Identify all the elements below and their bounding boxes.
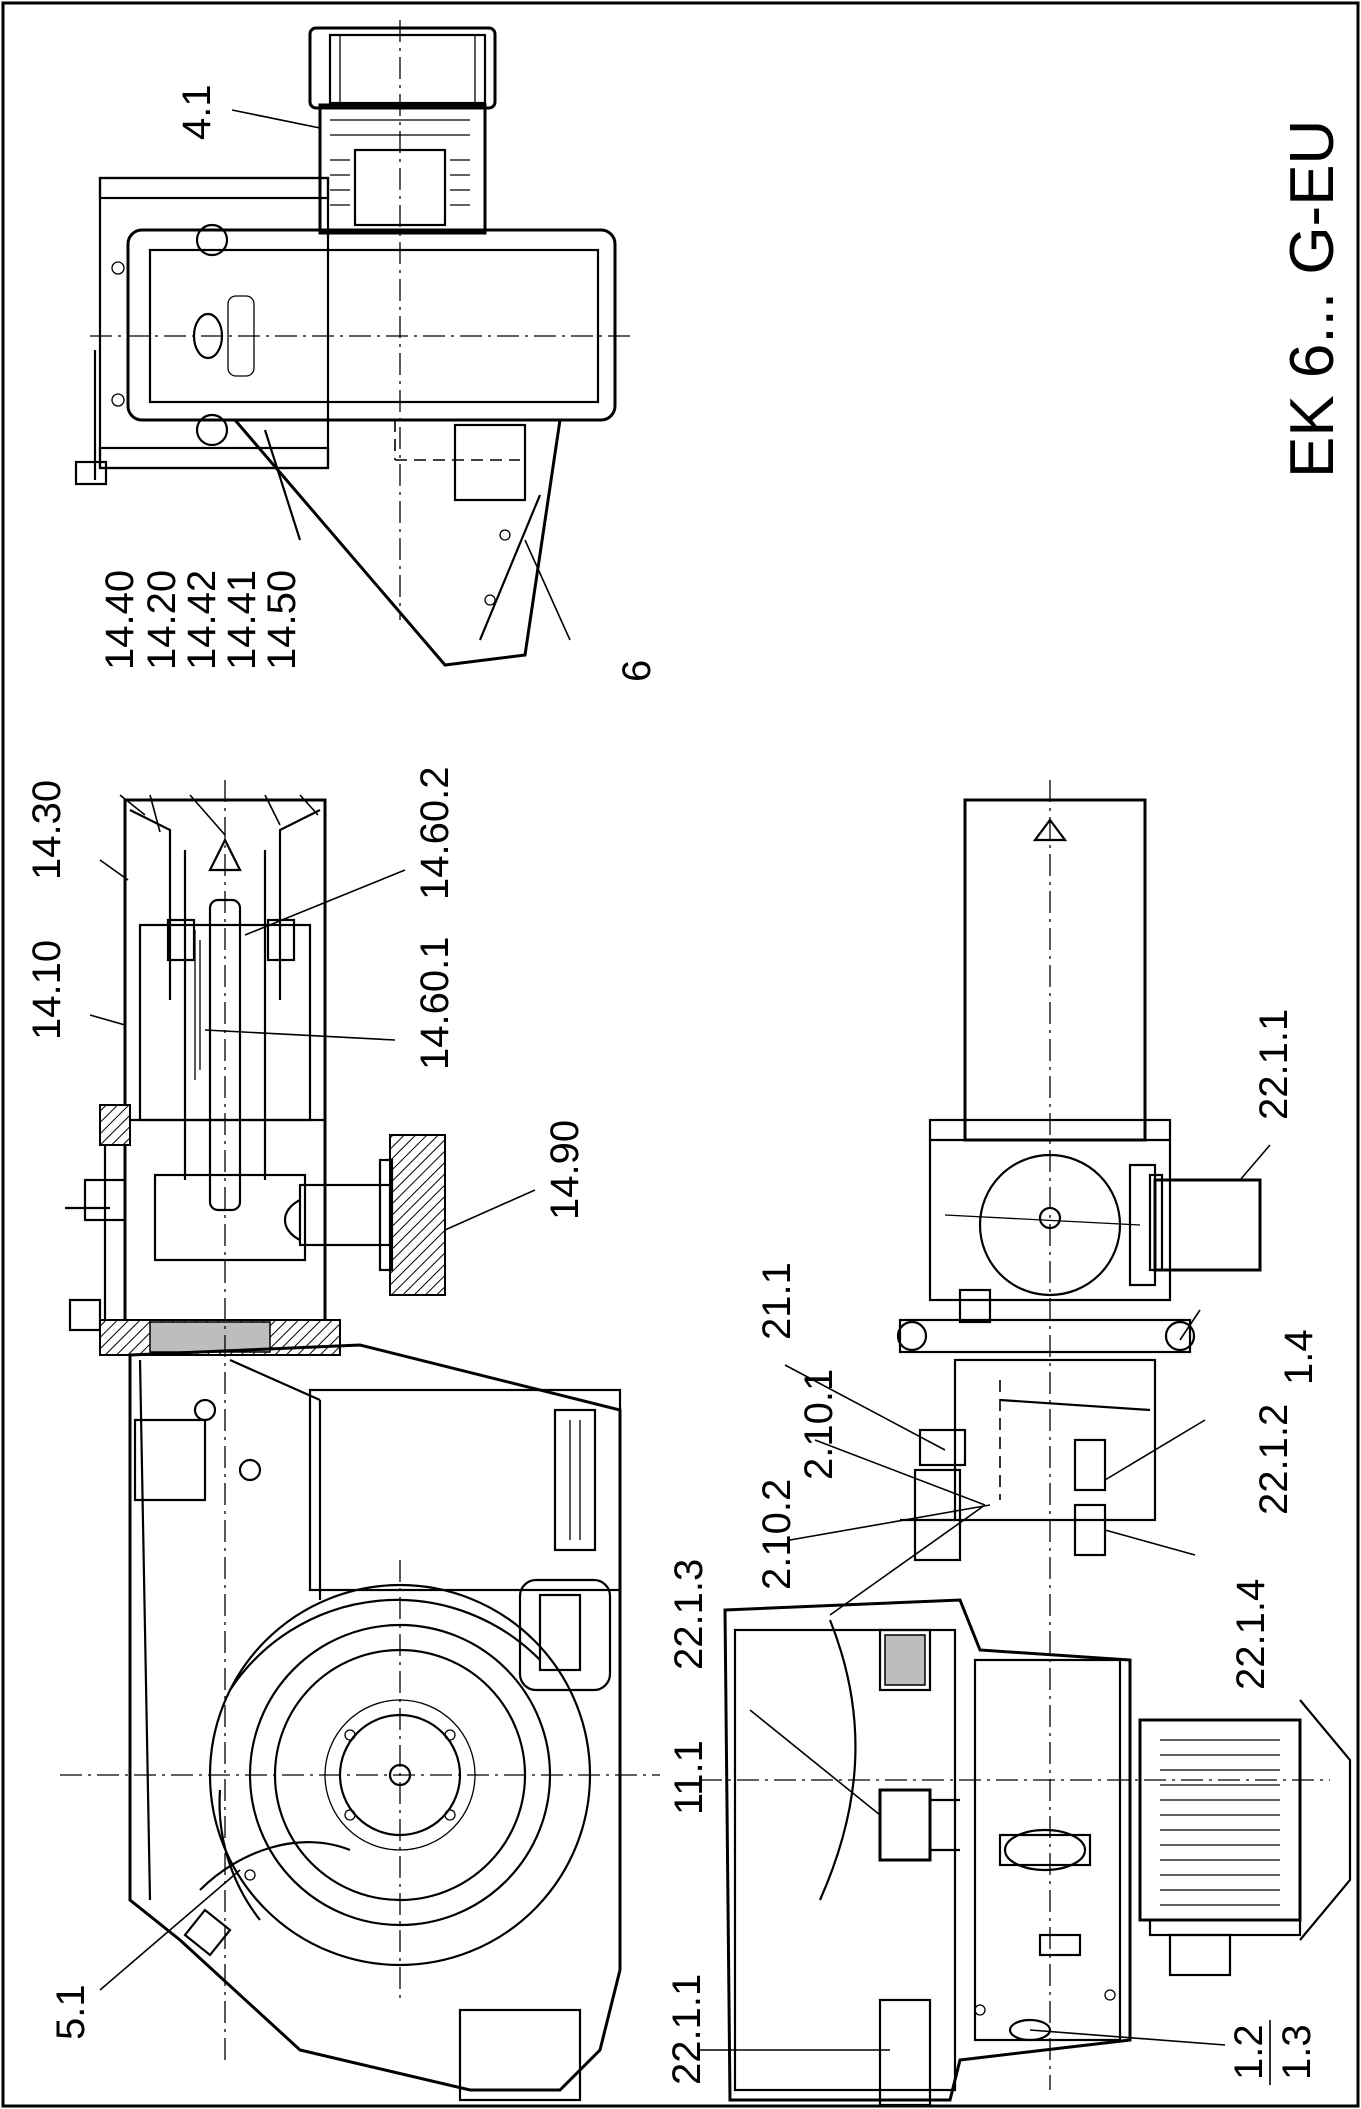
drawing-title: EK 6... G-EU <box>1278 120 1347 478</box>
callout-1-3: 1.3 <box>1275 2024 1319 2080</box>
callout-14-41: 14.41 <box>220 570 264 670</box>
callout-labels: 4.1 6 14.40 14.20 14.42 14.41 14.50 14.3… <box>25 84 1321 2085</box>
air-flap <box>183 1841 351 1957</box>
callout-14-90: 14.90 <box>543 1120 587 1220</box>
side-view <box>60 780 660 2102</box>
callout-14-40: 14.40 <box>98 570 142 670</box>
callout-14-42: 14.42 <box>180 570 224 670</box>
callout-14-10: 14.10 <box>25 940 69 1040</box>
callout-1-4: 1.4 <box>1277 1329 1321 1385</box>
callout-4-1: 4.1 <box>175 84 219 140</box>
leader-lines <box>89 109 1271 2051</box>
callout-5-1: 5.1 <box>49 1984 93 2040</box>
plan-main-body <box>723 1598 1132 2102</box>
callout-22-1-3: 22.1.3 <box>667 1559 711 1670</box>
callout-22-1-2: 22.1.2 <box>1252 1404 1296 1515</box>
callout-14-60-2: 14.60.2 <box>413 767 457 900</box>
callout-2-10-1: 2.10.1 <box>797 1369 841 1480</box>
motor-end-view <box>308 26 497 235</box>
callout-22-1-1-bottom: 22.1.1 <box>665 1974 709 2085</box>
end-view <box>74 20 630 667</box>
callout-1-2: 1.2 <box>1227 2024 1271 2080</box>
callout-6: 6 <box>615 660 659 682</box>
callout-11-1: 11.1 <box>667 1740 711 1815</box>
motor-plan-view <box>1138 1699 1352 1977</box>
callout-22-1-4: 22.1.4 <box>1229 1579 1273 1690</box>
callout-14-50: 14.50 <box>260 570 304 670</box>
callout-22-1-1-top: 22.1.1 <box>1252 1009 1296 1120</box>
callout-21-1: 21.1 <box>755 1262 799 1340</box>
gas-inlet <box>284 1134 446 1296</box>
plan-view <box>700 780 1352 2107</box>
callout-14-30: 14.30 <box>25 780 69 880</box>
callout-14-60-1: 14.60.1 <box>413 937 457 1070</box>
main-housing <box>128 1343 622 2092</box>
callout-14-20: 14.20 <box>140 570 184 670</box>
callout-2-10-2: 2.10.2 <box>755 1479 799 1590</box>
air-intake-box <box>231 418 562 667</box>
